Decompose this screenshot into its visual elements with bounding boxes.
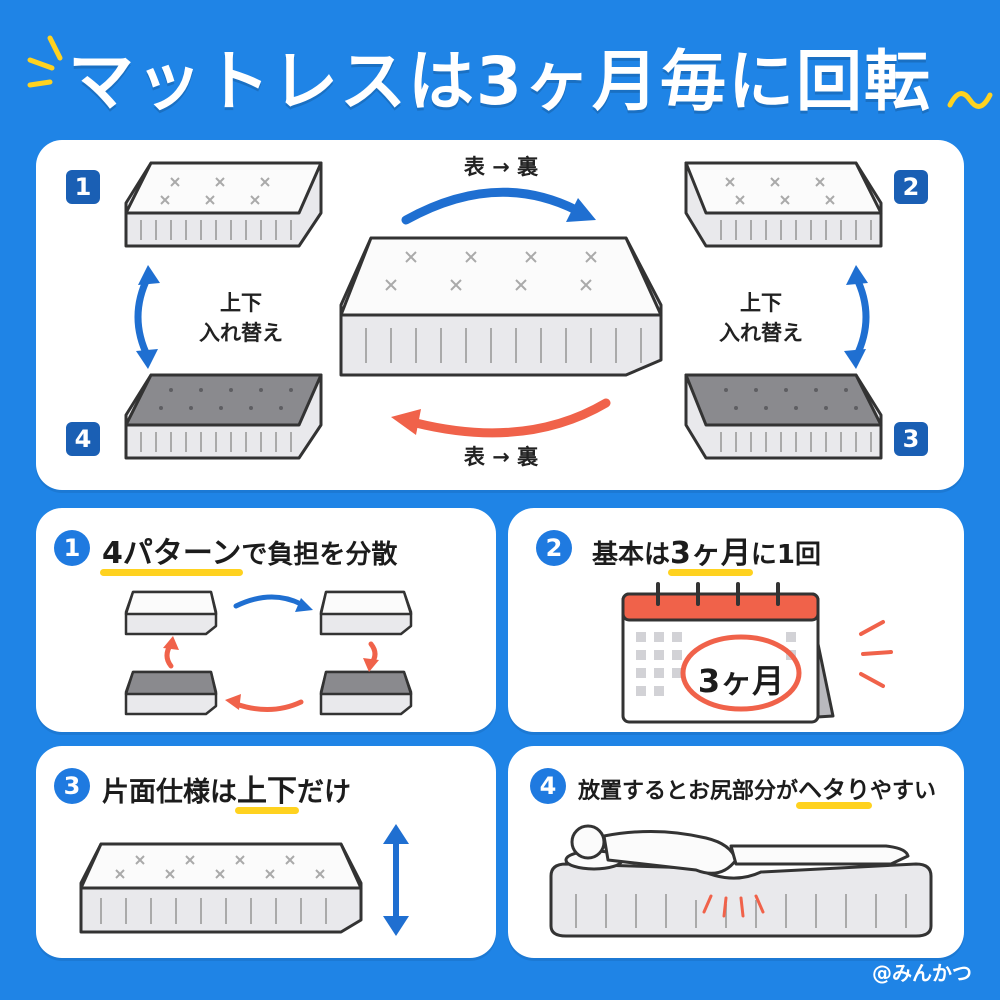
swap-label-left: 上下 入れ替え [199,291,283,345]
flip-label-bottom: 表 → 裏 [463,445,539,469]
four-pattern-diagram-icon [124,590,413,716]
tip-3-badge: 3 [54,768,90,804]
flip-arrow-blue-icon [401,187,596,225]
swap-label-right: 上下 入れ替え [719,291,803,345]
step-4-badge: 4 [66,422,100,456]
step-3-badge: 3 [894,422,928,456]
mattress-1-icon [124,161,323,248]
mattress-2-icon [684,161,883,248]
tip-1-highlight: 4パターン [99,528,244,576]
flip-arrow-red-icon [391,398,611,438]
tip-card-3: 3 片面仕様は上下だけ [36,746,496,958]
flip-label-top: 表 → 裏 [463,155,539,179]
tip-2-highlight: 3ヶ月 [668,528,753,576]
tip-4-highlight: ヘタり [796,770,873,809]
tip-3-highlight: 上下 [235,766,299,814]
tip-card-4: 4 放置するとお尻部分がヘタりやすい [508,746,964,958]
tip-1-badge: 1 [54,530,90,566]
tip-2-heading: 基本は3ヶ月に1回 [592,528,821,576]
up-down-arrow-icon [383,824,409,936]
page-title: マットレスは3ヶ月毎に回転 [68,43,932,120]
sleeping-person-on-mattress-icon [549,824,933,938]
rotation-overview-panel: 1 2 3 4 [36,140,964,490]
tip-3-heading: 片面仕様は上下だけ [102,766,351,814]
tip-card-1: 1 4パターンで負担を分散 [36,508,496,732]
sparkle-right-icon [947,91,993,109]
tip-2-badge: 2 [536,530,572,566]
tip-4-heading: 放置するとお尻部分がヘタりやすい [578,770,936,809]
tip-4-badge: 4 [530,768,566,804]
mattress-3-icon [684,373,883,460]
sparkle-left-icon [27,35,63,88]
mattress-center-icon [339,236,663,377]
calendar-icon [621,582,835,724]
step-1-badge: 1 [66,170,100,204]
emphasis-lines-icon [859,620,893,688]
mattress-4-icon [124,373,323,460]
swap-arrow-right-icon [844,265,870,369]
step-2-badge: 2 [894,170,928,204]
tip-card-2: 2 基本は3ヶ月に1回 3ヶ月 [508,508,964,732]
swap-arrow-left-icon [134,265,160,369]
tip-1-heading: 4パターンで負担を分散 [99,528,397,576]
calendar-highlight-text: 3ヶ月 [697,662,785,700]
author-credit: @みんかつ [872,961,972,985]
single-sided-mattress-icon [79,842,363,934]
